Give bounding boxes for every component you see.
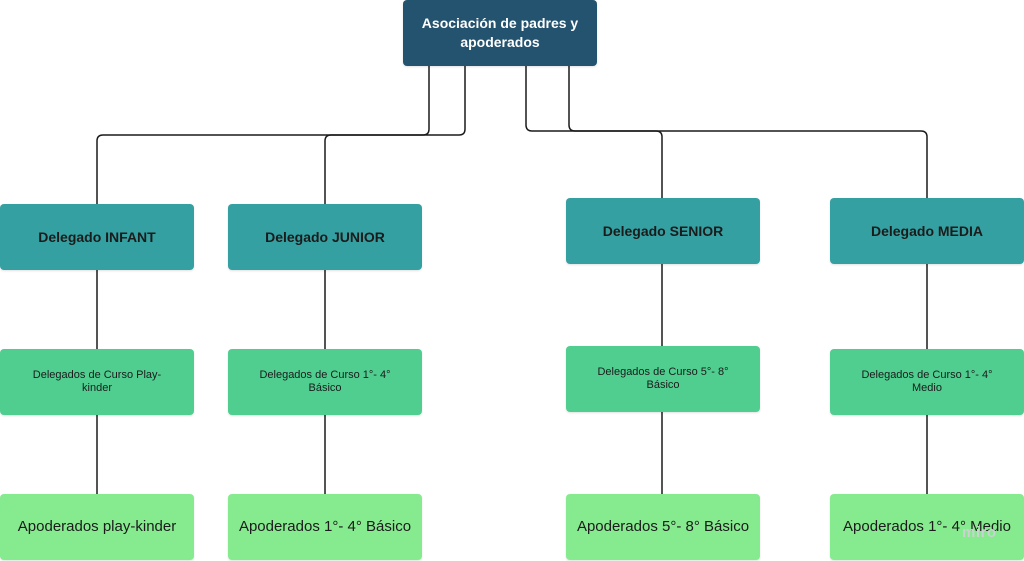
course-delegates-infant-label: Delegados de Curso Play-kinder xyxy=(32,369,162,394)
course-delegates-junior-node[interactable]: Delegados de Curso 1°- 4° Básico xyxy=(228,349,422,415)
miro-watermark: miro xyxy=(962,524,997,541)
delegate-junior-node[interactable]: Delegado JUNIOR xyxy=(228,204,422,270)
delegate-infant-label: Delegado INFANT xyxy=(38,229,156,245)
parents-junior-node[interactable]: Apoderados 1°- 4° Básico xyxy=(228,494,422,560)
delegate-media-label: Delegado MEDIA xyxy=(870,223,983,239)
delegate-media-node[interactable]: Delegado MEDIA xyxy=(830,198,1024,264)
delegate-senior-node[interactable]: Delegado SENIOR xyxy=(566,198,760,264)
delegate-infant-node[interactable]: Delegado INFANT xyxy=(0,204,194,270)
connector-root-media xyxy=(568,66,928,198)
course-delegates-infant-node[interactable]: Delegados de Curso Play-kinder xyxy=(0,349,194,415)
connector-root-junior xyxy=(324,66,466,204)
course-delegates-senior-label: Delegados de Curso 5°- 8° Básico xyxy=(597,366,729,391)
connector-root-senior xyxy=(525,66,663,198)
root-node[interactable]: Asociación de padres y apoderados xyxy=(403,0,597,66)
parents-media-label: Apoderados 1°- 4° Medio xyxy=(843,518,1011,535)
connector-root-infant xyxy=(96,66,430,204)
root-label: Asociación de padres y apoderados xyxy=(421,15,579,50)
course-delegates-senior-node[interactable]: Delegados de Curso 5°- 8° Básico xyxy=(566,346,760,412)
parents-media-node[interactable]: Apoderados 1°- 4° Medio xyxy=(830,494,1024,560)
course-delegates-media-node[interactable]: Delegados de Curso 1°- 4° Medio xyxy=(830,349,1024,415)
delegate-junior-label: Delegado JUNIOR xyxy=(265,229,385,245)
course-delegates-junior-label: Delegados de Curso 1°- 4° Básico xyxy=(259,369,391,394)
delegate-senior-label: Delegado SENIOR xyxy=(602,223,724,239)
course-delegates-media-label: Delegados de Curso 1°- 4° Medio xyxy=(861,369,993,394)
parents-senior-node[interactable]: Apoderados 5°- 8° Básico xyxy=(566,494,760,560)
parents-infant-node[interactable]: Apoderados play-kinder xyxy=(0,494,194,560)
parents-senior-label: Apoderados 5°- 8° Básico xyxy=(576,518,750,535)
parents-junior-label: Apoderados 1°- 4° Básico xyxy=(238,518,412,535)
parents-infant-label: Apoderados play-kinder xyxy=(17,518,177,535)
